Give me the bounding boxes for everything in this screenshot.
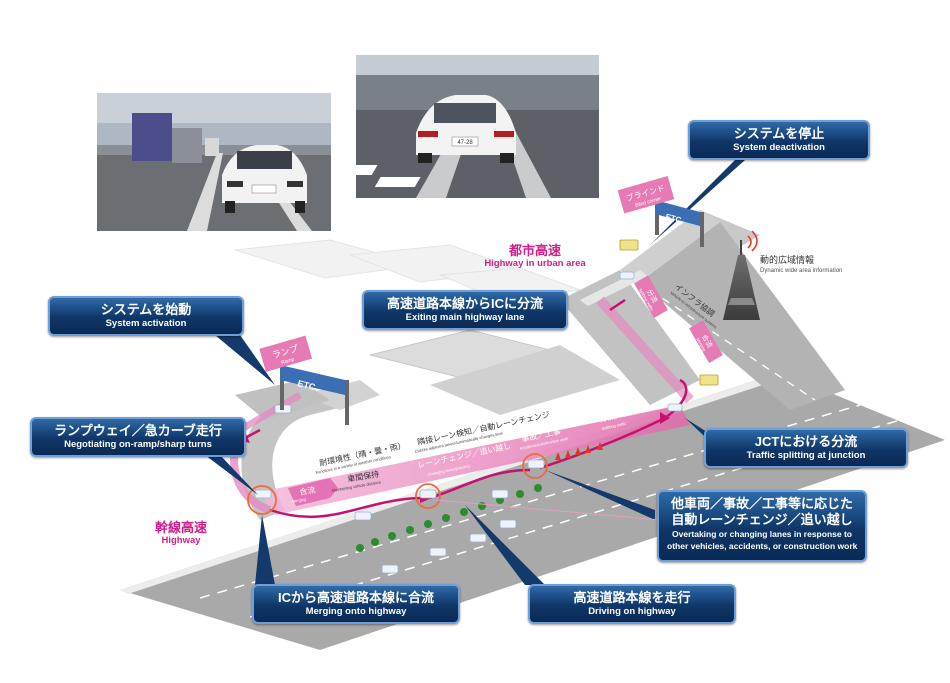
upper-platform: [369, 329, 620, 415]
banner-split-jct-en: Splitting traffic: [601, 421, 627, 431]
radio-tower: 動的広域情報 Dynamic wide area information: [723, 230, 842, 320]
photo2-plate: 47-28: [457, 140, 473, 146]
label-main-highway: 幹線高速 Highway: [136, 520, 226, 546]
banner-merging-jp: 合流: [299, 484, 316, 497]
callout-jct-en: Traffic splitting at junction: [746, 450, 866, 461]
callout-overtaking-en1: Overtaking or changing lanes in response…: [672, 529, 852, 539]
callout-overtaking-jp1: 他車両／事故／工事等に応じた: [670, 496, 853, 511]
callout-exiting-jp: 高速道路本線からICに分流: [386, 296, 543, 311]
callout-exiting-en: Exiting main highway lane: [405, 312, 525, 323]
tower-label-en: Dynamic wide area information: [760, 268, 842, 274]
callout-driving-en: Driving on highway: [588, 606, 676, 617]
route-arrows: [244, 298, 688, 519]
callout-driving: 高速道路本線を走行 Driving on highway: [528, 584, 736, 624]
banner-merging: 合流 Merging: [288, 478, 338, 506]
callout-overtaking: 他車両／事故／工事等に応じた 自動レーンチェンジ／追い越し Overtaking…: [657, 490, 867, 562]
etc-label-urban: ETC: [665, 212, 683, 225]
sign-ramp-en: Ramp: [281, 357, 296, 367]
callout-jct-split: JCTにおける分流 Traffic splitting at junction: [704, 428, 908, 468]
sign-ramp: ランプ Ramp: [259, 335, 313, 372]
label-urban-highway: 都市高速 Highway in urban area: [470, 243, 600, 269]
banner-merging-en: Merging: [291, 497, 306, 504]
etc-label-ramp: ETC: [297, 378, 317, 392]
callout-system-deactivation: システムを停止 System deactivation: [688, 120, 870, 160]
callout-merging-en: Merging onto highway: [305, 606, 407, 617]
trees: [356, 484, 542, 552]
callout-merging-jp: ICから高速道路本線に合流: [277, 590, 434, 605]
etc-gantry-urban: ETC: [655, 200, 704, 247]
callout-driving-jp: 高速道路本線を走行: [573, 590, 691, 605]
pointer-lines: [435, 499, 661, 521]
label-highway-jp: 幹線高速: [154, 520, 207, 535]
label-highway-en: Highway: [161, 535, 201, 546]
tower-label-jp: 動的広域情報: [760, 254, 814, 265]
sign-merge-en: Merging: [695, 337, 707, 352]
label-urban-en: Highway in urban area: [484, 258, 586, 269]
callout-system-deactivation-en: System deactivation: [733, 142, 825, 153]
callout-overtaking-jp2: 自動レーンチェンジ／追い越し: [671, 512, 853, 527]
highlight-circles: [247, 453, 548, 515]
cars: [254, 271, 683, 574]
etc-gantry-ramp: ETC: [280, 365, 349, 425]
callout-jct-jp: JCTにおける分流: [754, 434, 858, 449]
callout-activation-en: System activation: [105, 318, 187, 329]
photo-highway-car: [97, 93, 331, 231]
callout-overtaking-en2: other vehicles, accidents, or constructi…: [667, 541, 858, 551]
callout-on-ramp-jp: ランプウェイ／急カーブ走行: [54, 423, 222, 438]
label-urban-jp: 都市高速: [508, 243, 561, 258]
callout-system-deactivation-jp: システムを停止: [733, 126, 825, 141]
callout-activation-jp: システムを始動: [100, 302, 192, 317]
callout-system-activation: システムを始動 System activation: [48, 296, 244, 336]
callout-on-ramp-en: Negotiating on-ramp/sharp turns: [64, 439, 212, 450]
callout-on-ramp: ランプウェイ／急カーブ走行 Negotiating on-ramp/sharp …: [30, 417, 246, 457]
callout-merging: ICから高速道路本線に合流 Merging onto highway: [252, 584, 460, 624]
callout-exiting-main-lane: 高速道路本線からICに分流 Exiting main highway lane: [362, 290, 568, 330]
sign-merge: 合流 Merging: [689, 320, 723, 364]
photo-highway-car-art: [97, 93, 331, 231]
trucks: [619, 239, 719, 386]
photo-rear-car: 47-28: [356, 55, 599, 198]
traffic-cones: [555, 442, 603, 460]
photo-rear-car-art: 47-28: [356, 55, 599, 198]
